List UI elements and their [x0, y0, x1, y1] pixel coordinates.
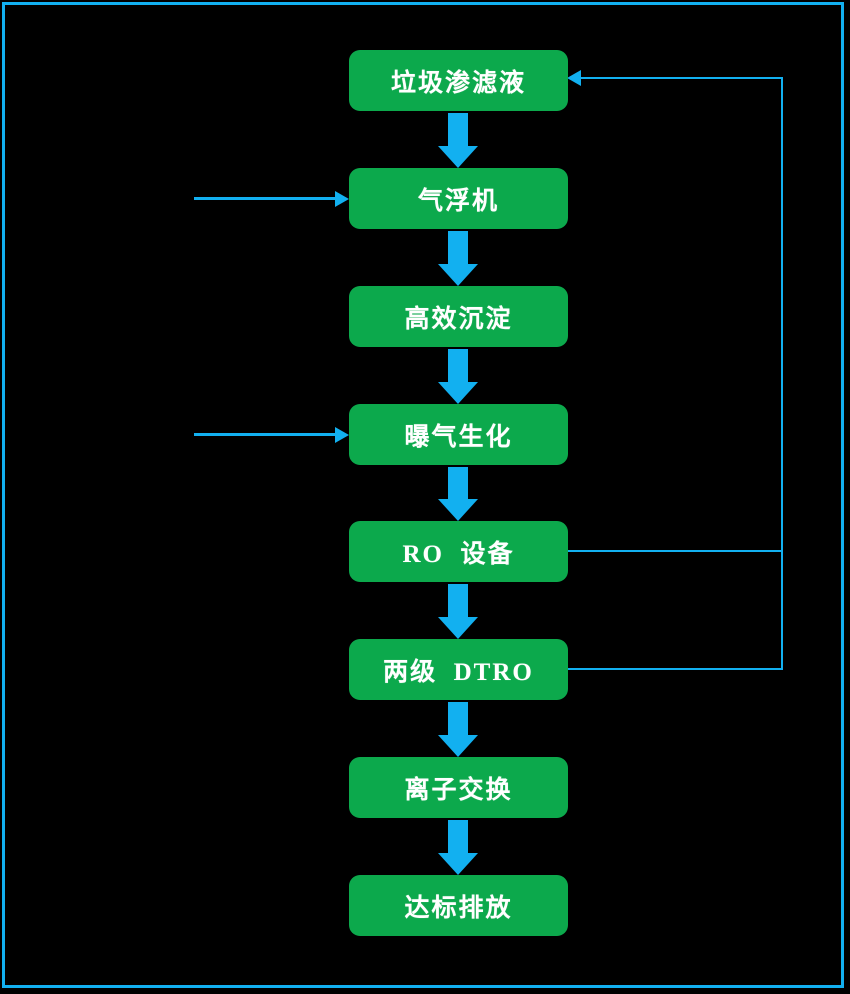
flow-arrow-ion-exchange-to-discharge-icon	[438, 820, 478, 875]
flow-arrow-flotation-to-settling-icon	[438, 231, 478, 286]
node-settling-label: 高效沉淀	[404, 305, 513, 333]
flow-arrow-ro-to-dtro-icon	[438, 584, 478, 639]
node-leachate[interactable]: 垃圾渗滤液	[349, 50, 568, 111]
flow-arrow-dtro-to-ion-exchange-icon	[438, 702, 478, 757]
return-arrow-head-icon	[567, 70, 581, 86]
node-ion-exchange-label: 离子交换	[404, 776, 513, 804]
node-ro[interactable]: RO 设备	[349, 521, 568, 582]
node-dtro[interactable]: 两级 DTRO	[349, 639, 568, 700]
flow-arrow-leachate-to-flotation-icon	[438, 113, 478, 168]
node-discharge-label: 达标排放	[404, 894, 513, 922]
node-aeration-label: 曝气生化	[404, 423, 513, 451]
node-flotation-label: 气浮机	[417, 187, 499, 215]
node-ro-label: RO 设备	[402, 540, 515, 568]
flow-arrow-aeration-to-ro-icon	[438, 467, 478, 521]
ro-return-horizontal-line	[567, 550, 783, 552]
dtro-return-horizontal-line	[567, 668, 783, 670]
return-vertical-riser	[781, 77, 783, 670]
feed-line-into-aeration	[194, 433, 335, 436]
node-dtro-label: 两级 DTRO	[383, 658, 534, 686]
flow-arrow-settling-to-aeration-icon	[438, 349, 478, 404]
node-flotation[interactable]: 气浮机	[349, 168, 568, 229]
node-leachate-label: 垃圾渗滤液	[390, 69, 526, 97]
node-ion-exchange[interactable]: 离子交换	[349, 757, 568, 818]
node-settling[interactable]: 高效沉淀	[349, 286, 568, 347]
feed-arrow-head-flotation-icon	[335, 191, 349, 207]
return-top-horizontal-line	[581, 77, 783, 79]
node-aeration[interactable]: 曝气生化	[349, 404, 568, 465]
feed-arrow-head-aeration-icon	[335, 427, 349, 443]
node-discharge[interactable]: 达标排放	[349, 875, 568, 936]
feed-line-into-flotation	[194, 197, 335, 200]
